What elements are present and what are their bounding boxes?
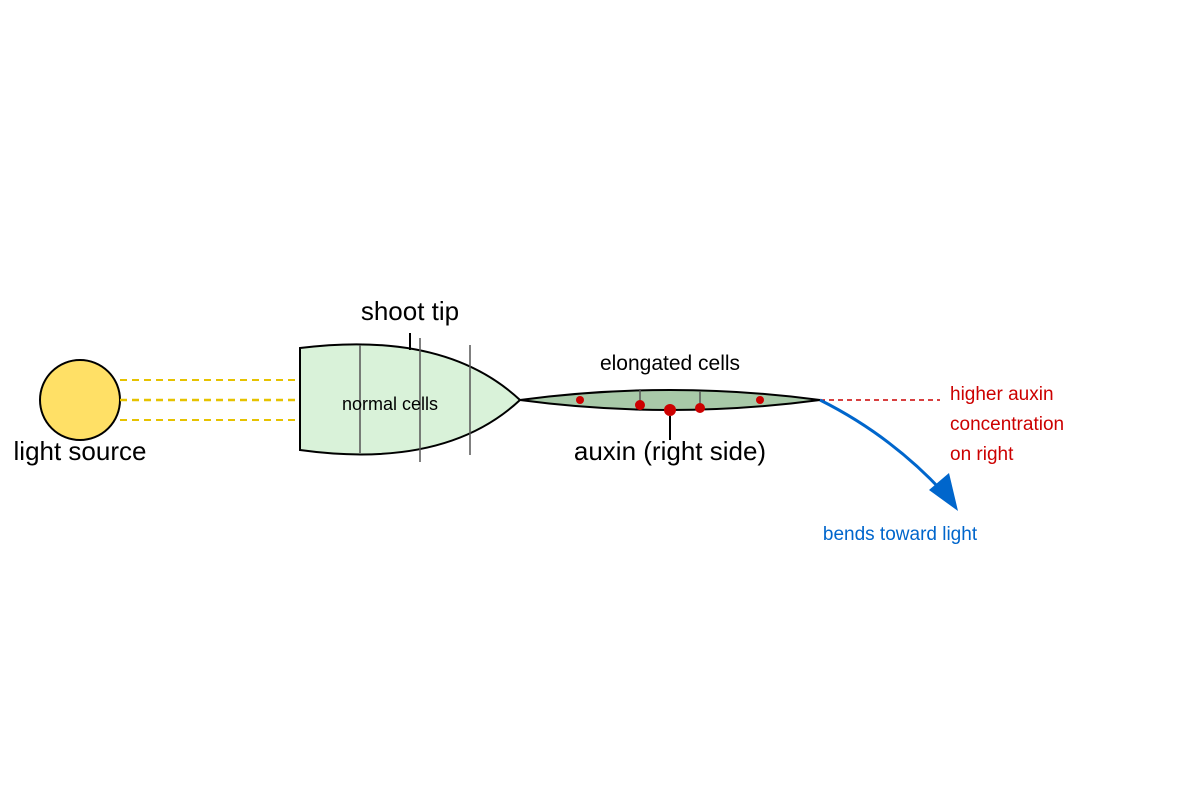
auxin-dot <box>576 396 584 404</box>
bend-arrow-curve <box>819 398 945 494</box>
light-source-label: light source <box>14 436 147 466</box>
bend-arrow-head <box>929 473 958 511</box>
elongated-cells-label: elongated cells <box>600 352 740 375</box>
auxin-dot <box>695 403 705 413</box>
auxin-note-line-3: on right <box>950 444 1014 465</box>
normal-cells-label: normal cells <box>342 394 438 414</box>
bend-label: bends toward light <box>823 524 978 545</box>
auxin-dot <box>635 400 645 410</box>
light-source-sun <box>39 359 121 441</box>
auxin-label: auxin (right side) <box>574 436 766 466</box>
auxin-note-line-2: concentration <box>950 414 1064 435</box>
shoot-tip-label: shoot tip <box>361 296 459 326</box>
auxin-dot <box>756 396 764 404</box>
auxin-note-line-1: higher auxin <box>950 384 1054 405</box>
auxin-dot <box>664 404 676 416</box>
